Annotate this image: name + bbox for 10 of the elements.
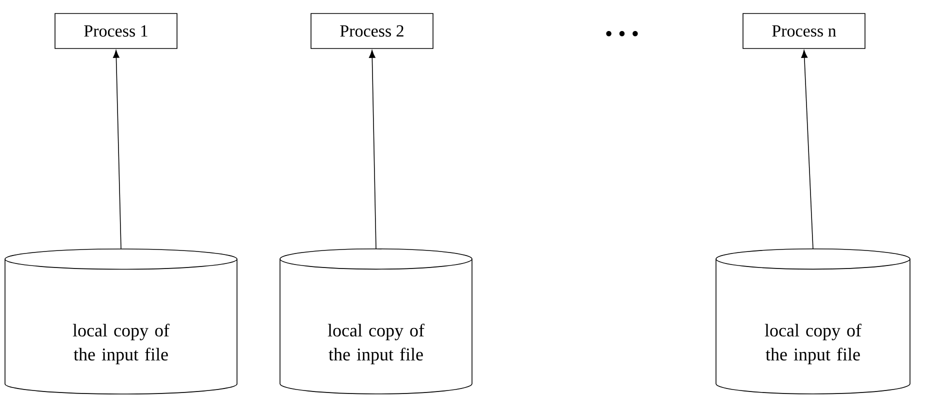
ellipsis: • • • (606, 31, 638, 36)
process-box: Process 2 (310, 13, 434, 49)
storage-cylinder: local copy of the input file (4, 248, 238, 394)
storage-cylinder: local copy of the input file (716, 248, 910, 394)
process-box: Process n (742, 13, 866, 49)
arrow (801, 50, 814, 249)
process-box: Process 1 (54, 13, 178, 49)
arrow (369, 50, 376, 249)
arrow (113, 50, 122, 250)
storage-cylinder: local copy of the input file (280, 248, 472, 394)
